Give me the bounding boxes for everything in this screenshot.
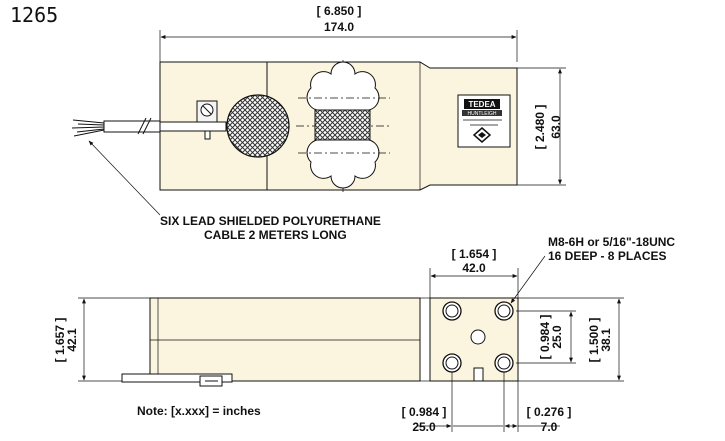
potting-circle bbox=[226, 94, 290, 158]
cable bbox=[71, 117, 227, 137]
edge-offset-mm: 7.0 bbox=[541, 420, 558, 434]
binocular-holes bbox=[298, 61, 390, 189]
hole-spacing-mm: 25.0 bbox=[550, 325, 564, 349]
bottom-spacing-mm: 25.0 bbox=[412, 420, 436, 434]
top-view: [ 6.850 ] 174.0 bbox=[71, 4, 566, 192]
side-cable bbox=[121, 373, 233, 383]
label-plate: TEDEA HUNTLEIGH bbox=[457, 94, 511, 148]
side-view: [ 1.657 ] 42.1 bbox=[53, 297, 421, 387]
thread-note-leader bbox=[510, 255, 546, 304]
thread-note-line2: 16 DEEP - 8 PLACES bbox=[548, 249, 667, 263]
hole-height-mm: 38.1 bbox=[599, 328, 613, 352]
side-height-inches: [ 1.657 ] bbox=[53, 318, 67, 363]
top-width-inches: [ 6.850 ] bbox=[317, 4, 362, 18]
edge-offset-inches: [ 0.276 ] bbox=[527, 405, 572, 419]
units-note: Note: [x.xxx] = inches bbox=[137, 404, 261, 418]
part-number: 1265 bbox=[10, 3, 58, 27]
cable-leader-line bbox=[88, 140, 161, 216]
thread-note-line1: M8-6H or 5/16"-18UNC bbox=[548, 235, 675, 249]
label-plate-brand: TEDEA bbox=[468, 100, 495, 109]
hole-spacing-inches: [ 0.984 ] bbox=[538, 315, 552, 360]
cable-note-line2: CABLE 2 METERS LONG bbox=[204, 228, 347, 242]
end-width-mm: 42.0 bbox=[462, 261, 486, 275]
bottom-spacing-inches: [ 0.984 ] bbox=[402, 405, 447, 419]
label-plate-sub: HUNTLEIGH bbox=[468, 111, 497, 117]
hole-height-inches: [ 1.500 ] bbox=[587, 318, 601, 363]
strain-gauge-cover bbox=[314, 109, 371, 141]
top-height-inches: [ 2.480 ] bbox=[533, 105, 547, 150]
side-body-outline bbox=[149, 297, 421, 382]
top-height-mm: 63.0 bbox=[549, 115, 563, 139]
end-width-inches: [ 1.654 ] bbox=[452, 247, 497, 261]
top-width-mm: 174.0 bbox=[324, 20, 354, 34]
side-height-mm: 42.1 bbox=[65, 328, 79, 352]
end-view: [ 1.654 ] 42.0 M8-6H or 5/16"-18UNC 16 D… bbox=[402, 235, 676, 434]
cable-note-line1: SIX LEAD SHIELDED POLYURETHANE bbox=[160, 214, 381, 228]
threaded-holes bbox=[442, 301, 514, 382]
